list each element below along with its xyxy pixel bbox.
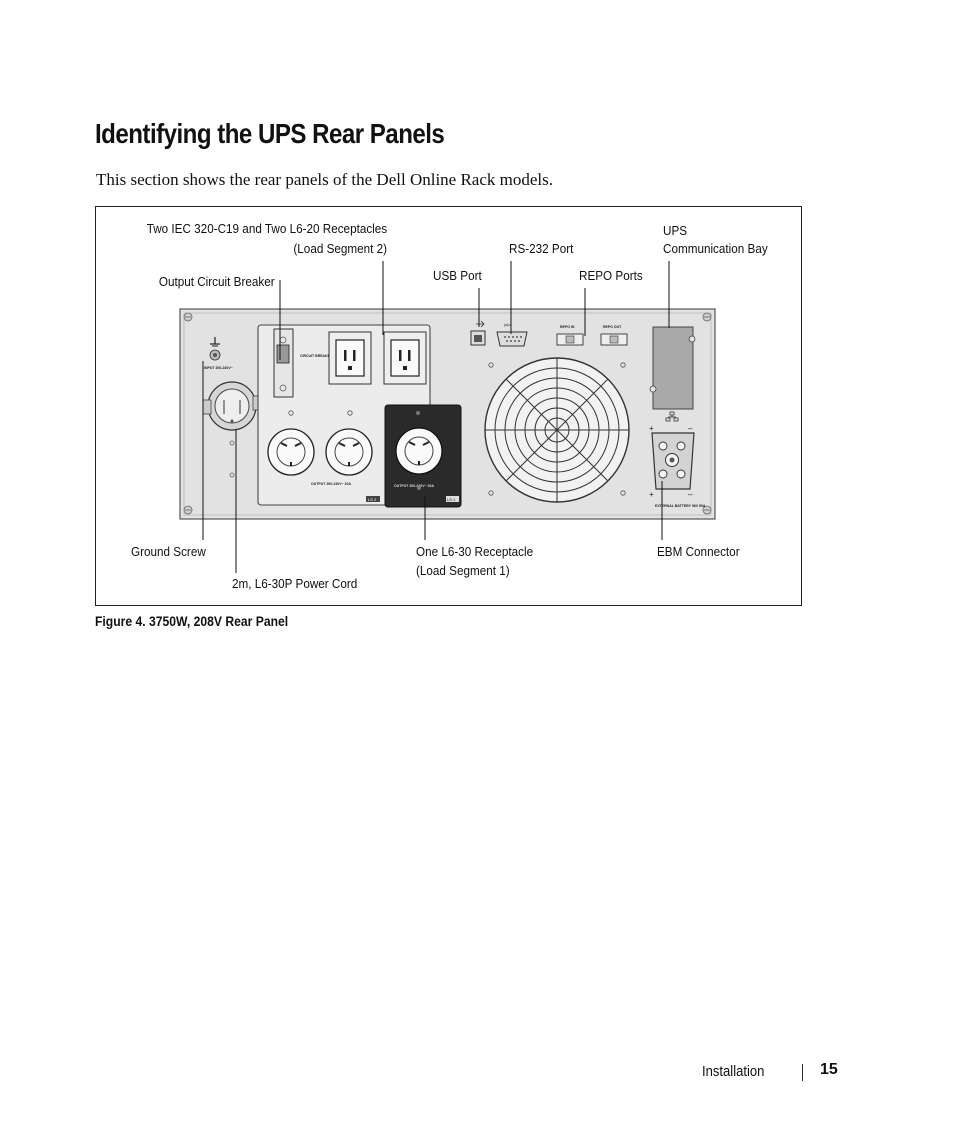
callout-receptacles-line1: Two IEC 320-C19 and Two L6-20 Receptacle… xyxy=(146,221,387,236)
callout-output-breaker: Output Circuit Breaker xyxy=(159,274,275,289)
callout-power-cord: 2m, L6-30P Power Cord xyxy=(232,576,358,591)
output-seg1-label: OUTPUT 200-240V~ 30A xyxy=(394,484,434,488)
figure-caption: Figure 4. 3750W, 208V Rear Panel xyxy=(95,614,289,629)
footer-separator xyxy=(802,1064,803,1081)
power-cord-plug-icon xyxy=(202,381,262,431)
seg2-tag: LS 2 xyxy=(368,497,377,502)
callout-l6-30-line2: (Load Segment 1) xyxy=(416,563,510,578)
ebm-label: EXTERNAL BATTERY 96V 50A xyxy=(655,504,706,508)
callout-l6-30-line1: One L6-30 Receptacle xyxy=(416,544,534,559)
network-icon xyxy=(665,411,679,422)
ebm-minus-bottom: – xyxy=(688,490,693,499)
input-label: INPUT 200-240V~ xyxy=(204,366,233,370)
c19-receptacle-icon xyxy=(383,331,427,385)
communication-bay-slot xyxy=(652,326,694,410)
l6-20-receptacle-icon xyxy=(267,428,315,476)
callout-leader-lines xyxy=(202,261,670,573)
ups-rear-panel-illustration: INPUT 200-240V~ CIRCUIT BREAKER 240VAC 2… xyxy=(179,261,716,573)
usb-icon xyxy=(476,320,485,328)
ebm-plus-bottom: + xyxy=(649,490,654,499)
callout-receptacles-line2: (Load Segment 2) xyxy=(293,241,387,256)
l6-30-receptacle-icon xyxy=(395,427,443,475)
page-title: Identifying the UPS Rear Panels xyxy=(95,118,445,149)
repo-out-label: REPO OUT xyxy=(603,325,622,329)
seg1-tag: LS 1 xyxy=(447,497,456,502)
breaker-label: CIRCUIT BREAKER 240VAC 20A xyxy=(300,354,354,358)
l6-20-receptacle-icon xyxy=(325,428,373,476)
callout-usb-port: USB Port xyxy=(433,268,482,283)
ground-screw-icon xyxy=(209,337,221,361)
footer-page-number: 15 xyxy=(820,1061,838,1078)
callout-comm-bay-line2: Communication Bay xyxy=(663,241,768,256)
figure-rear-panel: INPUT 200-240V~ CIRCUIT BREAKER 240VAC 2… xyxy=(95,206,802,606)
c19-receptacle-icon xyxy=(328,331,372,385)
intro-paragraph: This section shows the rear panels of th… xyxy=(96,170,553,189)
callout-rs232-port: RS-232 Port xyxy=(509,241,574,256)
callout-repo-ports: REPO Ports xyxy=(579,268,643,283)
fan-grille-icon xyxy=(484,357,630,503)
output-seg2-label: OUTPUT 200-240V~ 20A xyxy=(311,482,351,486)
chassis-screws xyxy=(183,312,712,515)
callout-ebm-connector: EBM Connector xyxy=(657,544,740,559)
rs232-tag: |o|o| xyxy=(504,322,512,327)
rs232-port xyxy=(496,331,528,347)
ebm-minus-top: – xyxy=(688,424,693,433)
repo-in-label: REPO IN xyxy=(560,325,575,329)
footer-section-name: Installation xyxy=(702,1064,765,1080)
callout-ground-screw: Ground Screw xyxy=(131,544,206,559)
callout-comm-bay-line1: UPS xyxy=(663,223,688,238)
ebm-plus-top: + xyxy=(649,424,654,433)
